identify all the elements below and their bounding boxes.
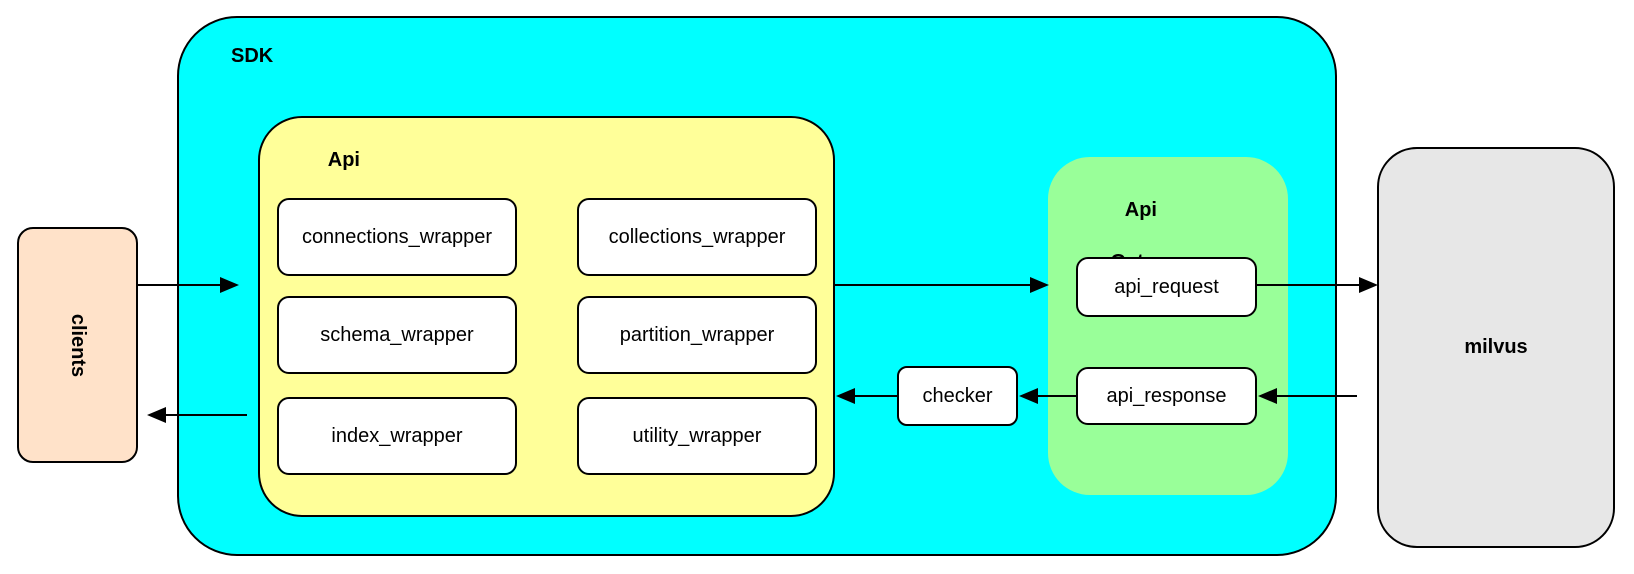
connections-wrapper-label: connections_wrapper [301,225,493,248]
api-request-label: api_request [1114,275,1219,298]
index-wrapper-label: index_wrapper [331,424,463,447]
api-gateway-container: Api Gateway api_request api_response [1048,157,1288,495]
connections-wrapper-box: connections_wrapper [277,198,517,276]
api-request-box: api_request [1076,257,1257,317]
schema-wrapper-box: schema_wrapper [277,296,517,374]
partition-wrapper-box: partition_wrapper [577,296,817,374]
index-wrapper-box: index_wrapper [277,397,517,475]
clients-label: clients [66,313,89,377]
arrow-request-to-milvus-head [1359,277,1378,293]
api-response-box: api_response [1076,367,1257,425]
arrow-clients-to-sdk-line [138,284,222,286]
arrow-milvus-to-response-head [1258,388,1277,404]
arrow-clients-to-sdk-head [220,277,239,293]
arrow-checker-to-wrapper-head [836,388,855,404]
utility-wrapper-box: utility_wrapper [577,397,817,475]
collections-wrapper-label: collections_wrapper [608,225,786,248]
arrow-milvus-to-response-line [1276,395,1357,397]
clients-box: clients [17,227,138,463]
checker-label: checker [922,384,993,407]
api-response-label: api_response [1106,384,1227,407]
arrow-response-to-checker-head [1019,388,1038,404]
sdk-label: SDK [231,45,274,67]
milvus-label-wrap: milvus [1379,149,1613,546]
arrow-wrapper-to-gateway-line [835,284,1031,286]
api-wrapper-container: Api Wrapper connections_wrapper collecti… [258,116,835,517]
milvus-box: milvus [1377,147,1615,548]
api-wrapper-label-line1: Api [327,149,360,171]
collections-wrapper-box: collections_wrapper [577,198,817,276]
schema-wrapper-label: schema_wrapper [320,323,474,346]
arrow-request-to-milvus-line [1257,284,1360,286]
arrow-wrapper-to-gateway-head [1030,277,1049,293]
arrow-sdk-to-clients-line [165,414,247,416]
arrow-sdk-to-clients-head [147,407,166,423]
api-gateway-label-line1: Api [1124,199,1157,221]
arrow-response-to-checker-line [1037,395,1076,397]
sdk-container: SDK Api Wrapper connections_wrapper coll… [177,16,1337,556]
clients-label-wrap: clients [19,229,136,461]
utility-wrapper-label: utility_wrapper [632,424,762,447]
checker-box: checker [897,366,1018,426]
partition-wrapper-label: partition_wrapper [619,323,775,346]
arrow-checker-to-wrapper-line [854,395,897,397]
milvus-label: milvus [1464,336,1528,358]
